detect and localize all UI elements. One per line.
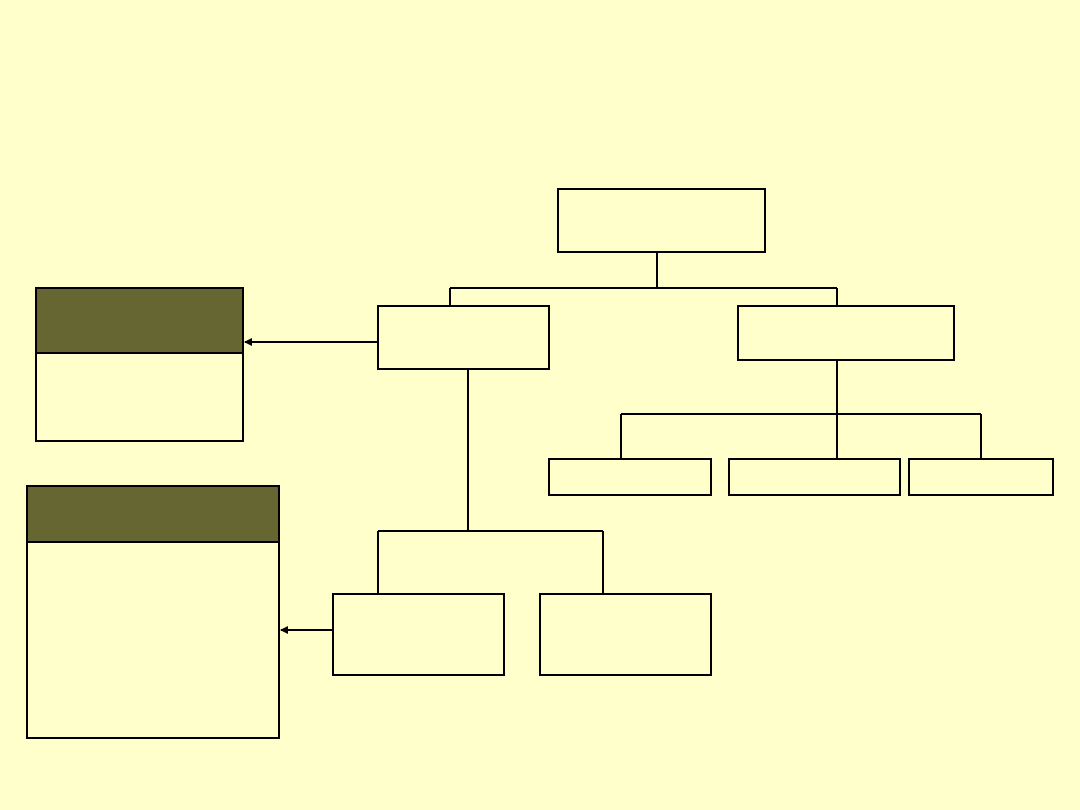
upper-panel — [35, 287, 244, 442]
lower-panel-body — [28, 543, 278, 737]
right-child-node-1 — [548, 458, 712, 496]
lower-panel-header — [28, 487, 278, 543]
right-branch-node — [737, 305, 955, 361]
right-child-node-3 — [908, 458, 1054, 496]
left-child-node-1 — [332, 593, 505, 676]
lower-panel — [26, 485, 280, 739]
upper-panel-body — [37, 354, 242, 440]
root-node — [557, 188, 766, 253]
connector-root-to-branches — [449, 252, 838, 306]
connector-right-branch-to-children — [620, 360, 982, 459]
upper-panel-header — [37, 289, 242, 354]
right-child-node-2 — [728, 458, 901, 496]
connector-left-branch-to-children — [377, 369, 604, 594]
left-child-node-2 — [539, 593, 712, 676]
left-branch-node — [377, 305, 550, 370]
